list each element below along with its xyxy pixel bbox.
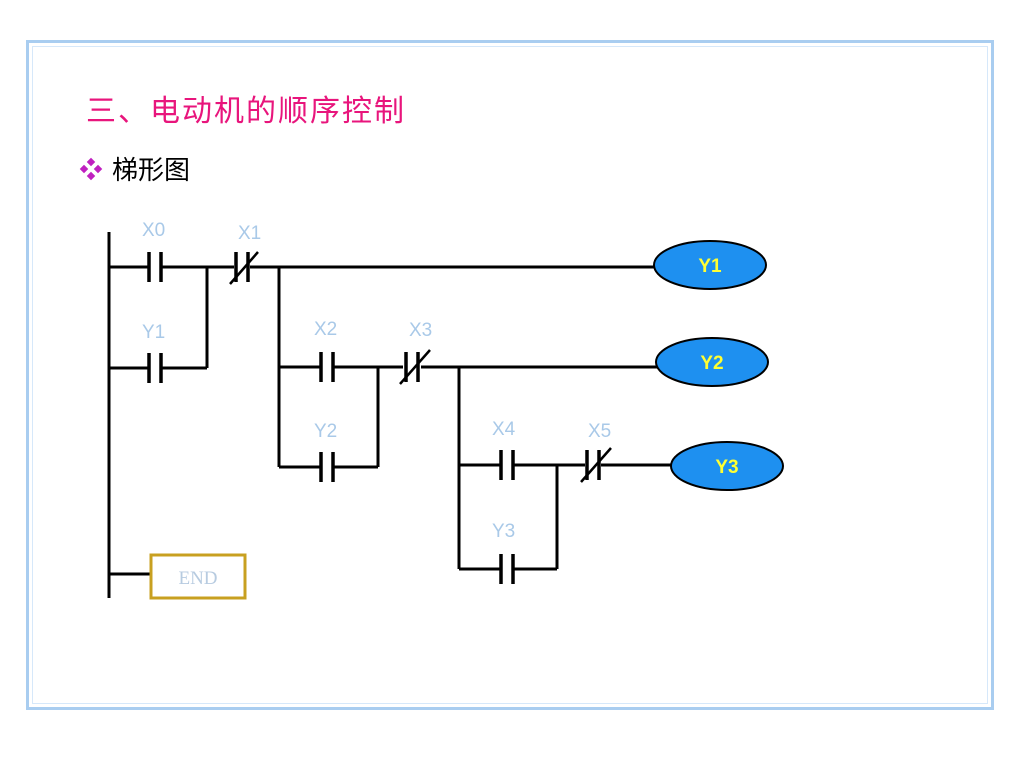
coil-y1: Y1 bbox=[653, 240, 767, 290]
label-y3: Y3 bbox=[492, 521, 515, 542]
coil-y3: Y3 bbox=[670, 441, 784, 491]
label-y1: Y1 bbox=[142, 322, 165, 343]
contact-x1-nc bbox=[229, 251, 259, 285]
label-x4: X4 bbox=[492, 419, 516, 440]
contact-x0 bbox=[147, 252, 163, 282]
bullet-text: 梯形图 bbox=[112, 156, 191, 186]
label-y2: Y2 bbox=[314, 421, 337, 442]
contact-y1 bbox=[147, 353, 163, 383]
coil-y2: Y2 bbox=[655, 337, 769, 387]
contact-x5-nc bbox=[580, 447, 612, 483]
slide-title: 三、电动机的顺序控制 bbox=[86, 94, 406, 129]
label-x5: X5 bbox=[588, 421, 611, 442]
bullet-item: 梯形图 bbox=[79, 150, 191, 187]
label-x3: X3 bbox=[409, 320, 432, 341]
end-instruction: END bbox=[149, 553, 247, 600]
contact-y3 bbox=[499, 554, 515, 584]
svg-text:END: END bbox=[178, 568, 217, 589]
label-x1: X1 bbox=[238, 223, 261, 244]
label-x0: X0 bbox=[142, 220, 165, 241]
slide-frame bbox=[26, 40, 994, 710]
svg-text:Y2: Y2 bbox=[700, 353, 723, 374]
svg-text:Y1: Y1 bbox=[698, 256, 722, 277]
contact-x4 bbox=[499, 450, 515, 480]
svg-text:Y3: Y3 bbox=[715, 457, 738, 478]
contact-x2 bbox=[319, 352, 335, 382]
contact-x3-nc bbox=[399, 349, 431, 385]
label-x2: X2 bbox=[314, 319, 337, 340]
contact-y2 bbox=[319, 452, 335, 482]
